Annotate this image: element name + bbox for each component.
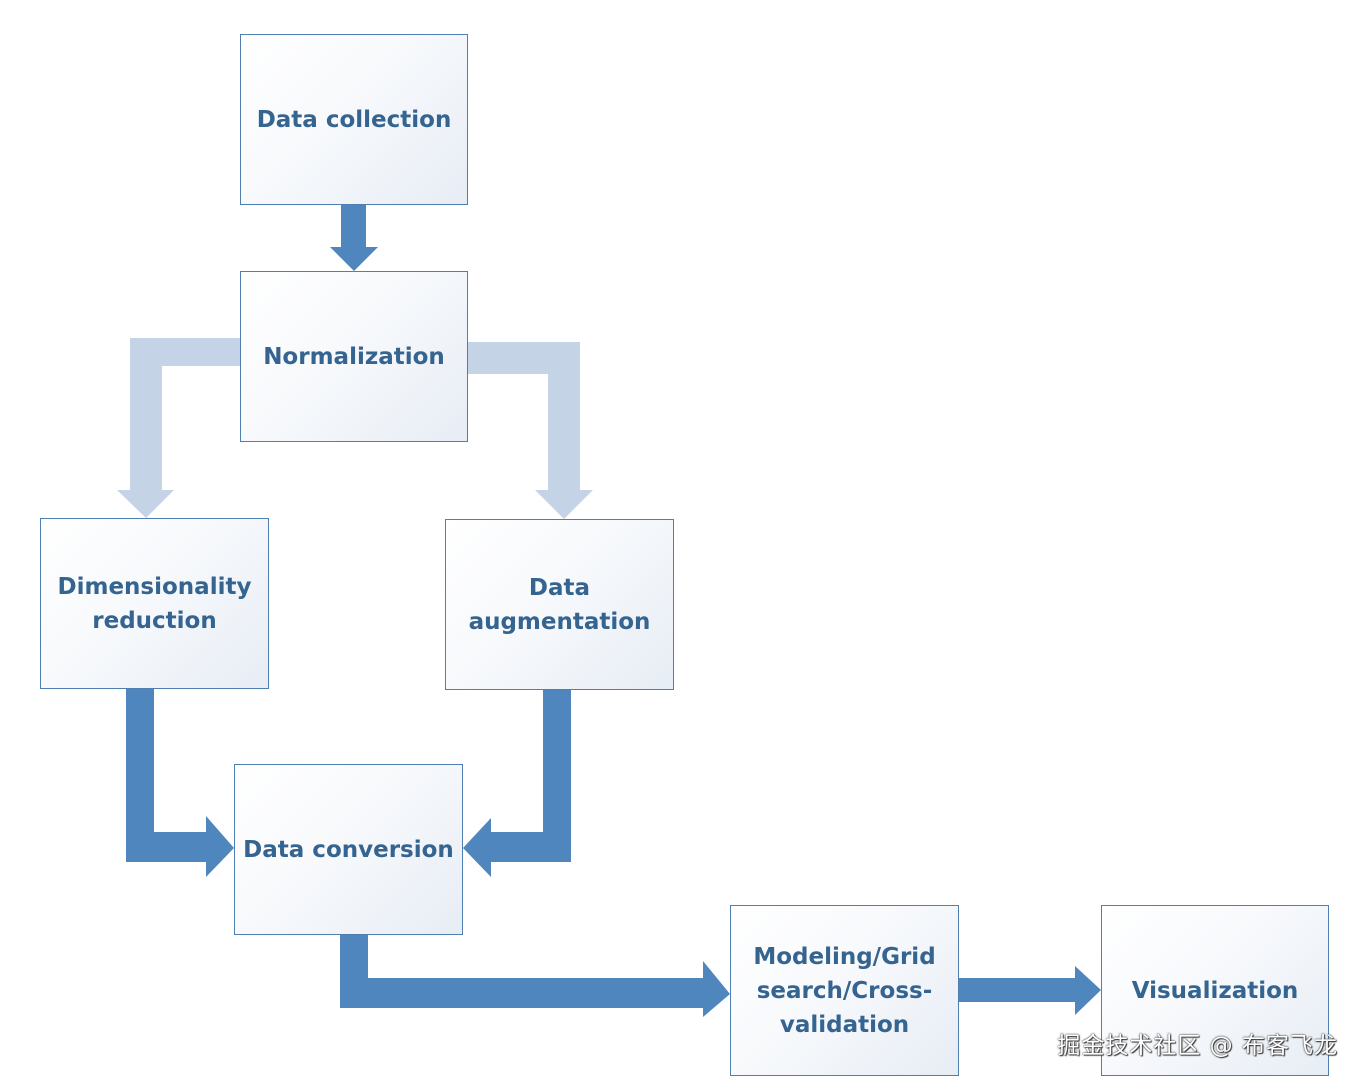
arrow-normalization-to-dimred <box>117 338 240 518</box>
node-data-conversion: Data conversion <box>234 764 463 935</box>
node-normalization: Normalization <box>240 271 468 442</box>
arrow-dimred-to-conversion <box>126 689 234 877</box>
node-visualization: Visualization <box>1101 905 1329 1076</box>
node-label: Data collection <box>256 106 452 133</box>
watermark-text: 掘金技术社区 @ 布客飞龙 <box>1057 1033 1338 1059</box>
arrow-augmentation-to-conversion <box>463 690 571 877</box>
node-label: Data augmentation <box>468 574 651 635</box>
node-label: Data conversion <box>243 836 454 863</box>
node-label: Modeling/Grid search/Cross- validation <box>753 943 936 1038</box>
arrow-conversion-to-modeling <box>340 935 730 1017</box>
node-dimensionality-reduction: Dimensionality reduction <box>40 518 269 689</box>
arrow-modeling-to-visualization <box>959 966 1101 1015</box>
node-modeling: Modeling/Grid search/Cross- validation <box>730 905 959 1076</box>
node-data-collection: Data collection <box>240 34 468 205</box>
arrow-normalization-to-augmentation <box>468 342 593 519</box>
node-label: Normalization <box>263 343 445 370</box>
node-data-augmentation: Data augmentation <box>445 519 674 690</box>
node-label: Dimensionality reduction <box>57 573 252 634</box>
node-label: Visualization <box>1131 977 1299 1004</box>
arrow-collection-to-normalization <box>330 205 378 271</box>
